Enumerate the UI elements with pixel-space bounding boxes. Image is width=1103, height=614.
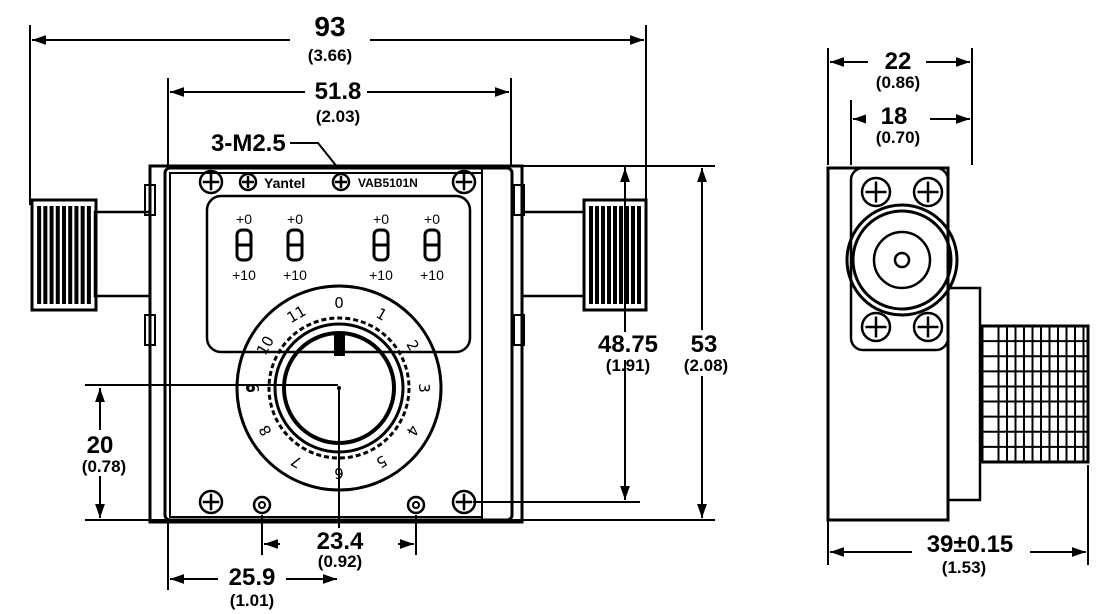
dim-18: 18 xyxy=(881,103,908,130)
dim-23-4-inch: (0.92) xyxy=(318,552,362,571)
brand-label: Yantel xyxy=(264,175,305,191)
screw-icon xyxy=(860,176,892,208)
dim-25-9-inch: (1.01) xyxy=(230,591,274,610)
dim-20: 20 xyxy=(87,432,114,459)
dip-switch: +0 +10 xyxy=(232,211,256,283)
side-connector-face xyxy=(845,203,959,317)
side-view xyxy=(826,166,1090,522)
dial-number: 5 xyxy=(373,451,390,471)
dial-number: 0 xyxy=(334,294,344,312)
dim-51-8-inch: (2.03) xyxy=(316,107,360,126)
screw-icon xyxy=(238,172,258,192)
screw-icon xyxy=(198,169,224,195)
bottom-hole-left xyxy=(252,495,272,515)
dip-switch: +0 +10 xyxy=(283,211,307,283)
switch-bottom-label: +10 xyxy=(369,267,393,283)
screw-icon xyxy=(860,311,892,343)
switch-top-label: +0 xyxy=(236,211,252,227)
dim-53: 53 xyxy=(691,331,718,358)
dial-number: 10 xyxy=(253,333,278,359)
dip-switch: +0 +10 xyxy=(420,211,444,283)
dim-39-inch: (1.53) xyxy=(942,558,986,577)
screw-icon xyxy=(451,169,477,195)
hole-leader xyxy=(290,142,339,169)
dim-93-inch: (3.66) xyxy=(308,46,352,65)
front-view xyxy=(30,164,648,524)
dim-18-inch: (0.70) xyxy=(876,128,920,147)
dim-53-inch: (2.08) xyxy=(684,356,728,375)
dial-number: 7 xyxy=(288,451,305,471)
switch-top-label: +0 xyxy=(373,211,389,227)
bottom-hole-right xyxy=(406,495,426,515)
dial-number: 1 xyxy=(373,304,390,324)
dial-number: 4 xyxy=(402,422,422,439)
dim-22: 22 xyxy=(885,48,912,75)
screw-icon xyxy=(912,176,944,208)
left-connector xyxy=(30,184,156,346)
switch-top-label: +0 xyxy=(424,211,440,227)
switch-top-label: +0 xyxy=(287,211,303,227)
dim-20-inch: (0.78) xyxy=(82,457,126,476)
switch-group: +0 +10 +0 +10 +0 +10 +0 +10 xyxy=(232,211,444,283)
dim-holes: 3-M2.5 xyxy=(211,130,286,157)
dim-39: 39±0.15 xyxy=(927,531,1014,558)
switch-bottom-label: +10 xyxy=(232,267,256,283)
dial-number: 9 xyxy=(245,383,263,393)
side-knob xyxy=(980,324,1090,464)
dial-number: 8 xyxy=(255,422,275,439)
dim-22-inch: (0.86) xyxy=(876,73,920,92)
model-label: VAB5101N xyxy=(358,176,418,190)
dim-51-8: 51.8 xyxy=(315,78,362,105)
screw-icon xyxy=(912,311,944,343)
dim-48-75: 48.75 xyxy=(598,331,658,358)
dim-93: 93 xyxy=(314,11,345,42)
right-connector xyxy=(513,184,648,346)
dial-number: 3 xyxy=(415,383,433,393)
screw-icon xyxy=(451,489,477,515)
dim-48-75-inch: (1.91) xyxy=(606,356,650,375)
switch-bottom-label: +10 xyxy=(283,267,307,283)
switch-bottom-label: +10 xyxy=(420,267,444,283)
dip-switch: +0 +10 xyxy=(369,211,393,283)
dial-number: 11 xyxy=(284,302,310,327)
dim-25-9: 25.9 xyxy=(229,564,276,591)
attenuation-dial xyxy=(235,284,443,492)
screw-icon xyxy=(331,172,351,192)
screw-icon xyxy=(198,489,224,515)
dim-23-4: 23.4 xyxy=(317,528,364,555)
